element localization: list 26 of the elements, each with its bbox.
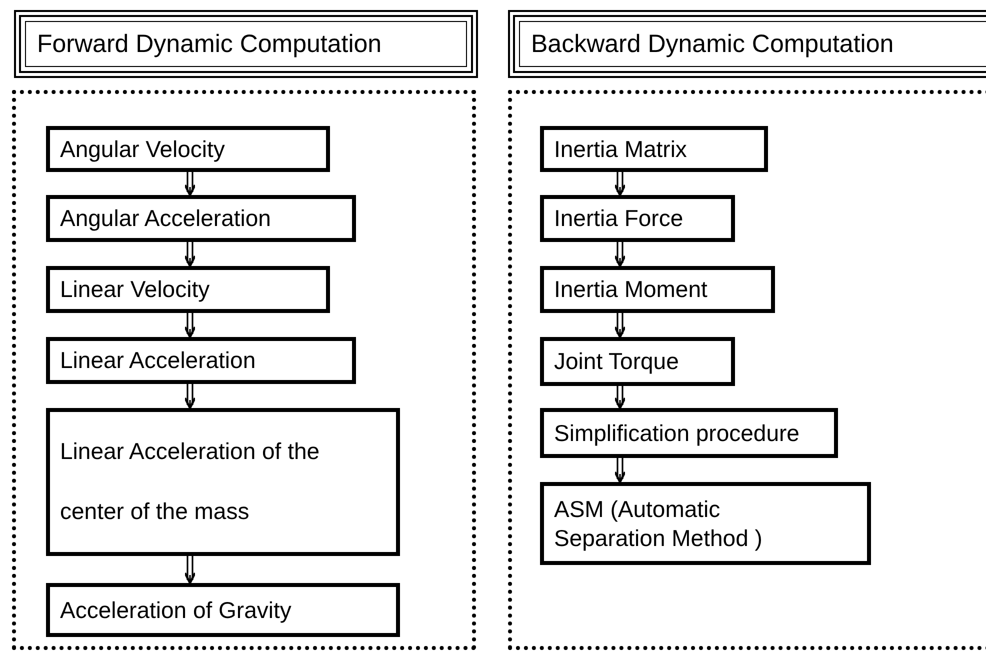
arrow	[614, 171, 626, 196]
arrow	[184, 555, 196, 584]
process-box: Acceleration of Gravity	[46, 583, 400, 637]
process-box: Linear Velocity	[46, 266, 330, 313]
arrow	[614, 241, 626, 268]
process-box: Inertia Moment	[540, 266, 775, 313]
arrow	[614, 385, 626, 410]
process-box: Linear Acceleration of the center of the mass	[46, 408, 400, 556]
process-box: Inertia Matrix	[540, 126, 768, 172]
process-box: ASM (Automatic Separation Method )	[540, 482, 871, 565]
process-box: Joint Torque	[540, 337, 735, 386]
title-box: Forward Dynamic Computation	[14, 10, 478, 78]
dotted-container	[12, 90, 476, 650]
arrow	[184, 383, 196, 410]
process-box: Angular Acceleration	[46, 195, 356, 242]
arrow	[184, 171, 196, 196]
process-box: Simplification procedure	[540, 408, 838, 458]
arrow	[184, 312, 196, 338]
arrow	[614, 312, 626, 338]
arrow	[614, 457, 626, 484]
title-box: Backward Dynamic Computation	[508, 10, 986, 78]
process-box: Inertia Force	[540, 195, 735, 242]
process-box: Angular Velocity	[46, 126, 330, 172]
process-box: Linear Acceleration	[46, 337, 356, 384]
arrow	[184, 241, 196, 268]
dotted-container	[508, 90, 986, 650]
